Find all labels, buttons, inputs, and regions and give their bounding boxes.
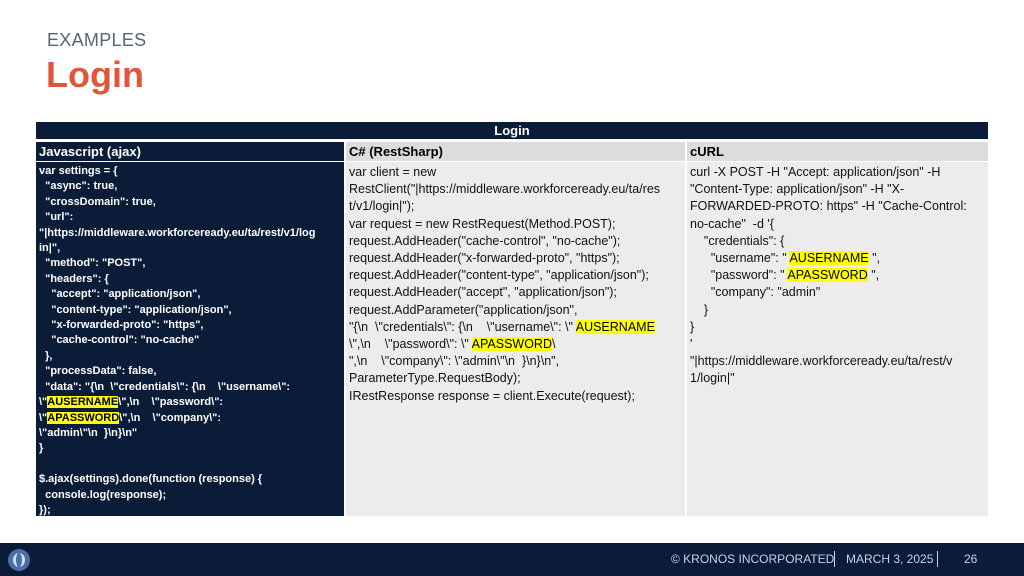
column-header-curl: cURL [687, 142, 988, 161]
code-line: "company": "admin" [690, 285, 821, 300]
code-line: }); [39, 503, 51, 516]
code-line: var request = new RestRequest(Method.POS… [349, 216, 616, 231]
code-line: "{\n \"credentials\": {\n \"username\": … [349, 319, 655, 334]
code-line: request.AddHeader("content-type", "appli… [349, 268, 649, 283]
code-line: "crossDomain": true, [39, 195, 156, 208]
code-line: curl -X POST -H "Accept: application/jso… [690, 165, 941, 179]
code-line: in|", [39, 242, 61, 255]
code-line: "data": "{\n \"credentials\": {\n \"user… [39, 380, 291, 393]
javascript-code-cell: var settings = { "async": true, "crossDo… [36, 162, 344, 516]
kronos-logo-icon [8, 549, 30, 571]
code-line: "Content-Type: application/json" -H "X- [690, 182, 905, 197]
highlighted-placeholder: APASSWORD [787, 268, 868, 283]
code-line: "username": " AUSERNAME ", [690, 251, 881, 266]
code-line: "x-forwarded-proto": "https", [39, 319, 204, 332]
code-line: FORWARDED-PROTO: https" -H "Cache-Contro… [690, 199, 967, 214]
code-line: t/v1/login|"); [349, 199, 415, 214]
code-line: } [690, 319, 695, 334]
code-line: "headers": { [39, 272, 109, 285]
code-line: "method": "POST", [39, 257, 146, 270]
code-line: \"admin\"\n }\n}\n" [39, 426, 138, 439]
curl-code-cell: curl -X POST -H "Accept: application/jso… [687, 162, 988, 516]
code-line: "cache-control": "no-cache" [39, 334, 200, 347]
page-number: 26 [964, 552, 978, 566]
code-line: IRestResponse response = client.Execute(… [349, 388, 635, 403]
code-line: "accept": "application/json", [39, 288, 201, 301]
highlighted-placeholder: AUSERNAME [575, 319, 655, 334]
highlighted-placeholder: APASSWORD [471, 337, 552, 352]
table-header: Login [36, 122, 988, 139]
code-line: RestClient("|https://middleware.workforc… [349, 182, 661, 197]
code-line: "processData": false, [39, 365, 157, 378]
footer-copyright: © KRONOS INCORPORATED [671, 552, 835, 566]
column-header-javascript: Javascript (ajax) [36, 142, 344, 161]
code-line: 1/login|" [690, 371, 735, 386]
code-line: \"AUSERNAME\",\n \"password\": [39, 396, 224, 409]
code-line: "url": [39, 211, 74, 224]
code-line: "content-type": "application/json", [39, 303, 232, 316]
code-line: "|https://middleware.workforceready.eu/t… [690, 354, 953, 369]
code-line: }, [39, 349, 53, 362]
code-line: } [39, 442, 44, 455]
code-line: var client = new [349, 165, 437, 179]
code-line: "password": " APASSWORD ", [690, 268, 880, 283]
code-line: $.ajax(settings).done(function (response… [39, 473, 263, 486]
highlighted-placeholder: AUSERNAME [789, 251, 869, 266]
highlighted-placeholder: AUSERNAME [47, 396, 119, 409]
code-line: \",\n \"password\": \" APASSWORD\ [349, 337, 556, 352]
code-line [39, 457, 342, 472]
slide-title: Login [46, 54, 144, 95]
code-line: } [690, 302, 709, 317]
code-line: ParameterType.RequestBody); [349, 371, 521, 386]
code-line: "async": true, [39, 180, 118, 193]
code-line: ",\n \"company\": \"admin\"\n }\n}\n", [349, 354, 560, 369]
code-line: "credentials": { [690, 233, 785, 248]
highlighted-placeholder: APASSWORD [47, 411, 120, 424]
code-line: ' [690, 337, 693, 352]
footer-divider [834, 551, 835, 567]
footer-date: MARCH 3, 2025 [846, 552, 934, 566]
code-line: "|https://middleware.workforceready.eu/t… [39, 226, 316, 239]
footer-bar: © KRONOS INCORPORATED MARCH 3, 2025 26 [0, 543, 1024, 576]
code-line: no-cache" -d '{ [690, 216, 774, 231]
code-line: request.AddHeader("accept", "application… [349, 285, 617, 300]
code-line: \"APASSWORD\",\n \"company\": [39, 411, 222, 424]
code-line: request.AddParameter("application/json", [349, 302, 578, 317]
footer-divider [937, 551, 938, 567]
code-line: request.AddHeader("cache-control", "no-c… [349, 233, 621, 248]
column-header-csharp: C# (RestSharp) [346, 142, 685, 161]
code-line: request.AddHeader("x-forwarded-proto", "… [349, 251, 620, 266]
login-examples-table: Login Javascript (ajax) C# (RestSharp) c… [36, 122, 988, 516]
code-line: console.log(response); [39, 488, 167, 501]
code-line: var settings = { [39, 165, 118, 177]
slide-kicker: EXAMPLES [47, 30, 147, 50]
